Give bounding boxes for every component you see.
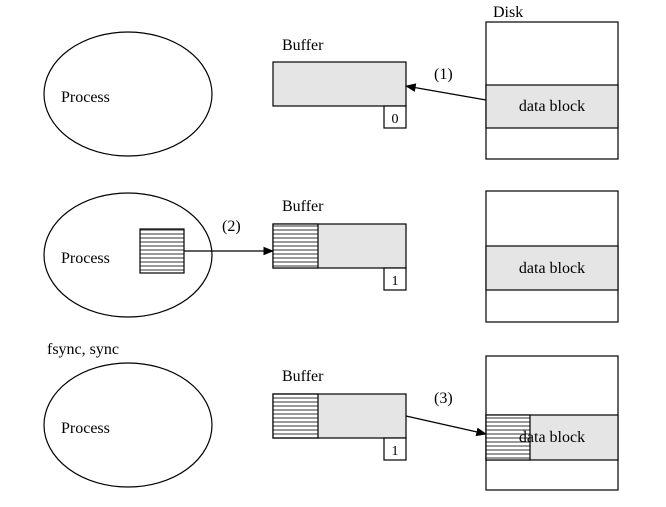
process-label-2: Process <box>61 250 110 267</box>
buffer-flag-2: 1 <box>392 274 399 289</box>
data-block-1 <box>485 84 619 129</box>
process-ellipse-2 <box>43 192 213 318</box>
data-block-label-3: data block <box>519 429 585 446</box>
buffer-flag-3: 1 <box>392 444 399 459</box>
stage-2-write: Process (2) Buffer 1 data block <box>43 190 619 323</box>
arrow-flush <box>405 415 488 437</box>
process-ellipse-3 <box>43 362 213 488</box>
data-block-2 <box>485 245 619 291</box>
buffer-dirty-region-3 <box>272 393 319 439</box>
disk-label: Disk <box>493 4 523 21</box>
step-label-2: (2) <box>222 218 241 235</box>
process-label-1: Process <box>61 89 110 106</box>
process-label-3: Process <box>61 420 110 437</box>
sync-label: fsync, sync <box>47 341 119 358</box>
data-block-dirty-region-3 <box>485 414 531 461</box>
buffer-box-1 <box>272 61 407 107</box>
buffer-label-1: Buffer <box>282 37 324 54</box>
buffer-label-2: Buffer <box>282 198 324 215</box>
buffer-dirty-region-2 <box>272 223 319 269</box>
process-data-square <box>139 228 185 274</box>
data-block-label-2: data block <box>519 260 585 277</box>
step-label-3: (3) <box>434 390 453 407</box>
stage-3-flush: fsync, sync Process Buffer 1 (3) data bl… <box>43 341 619 491</box>
step-label-1: (1) <box>434 66 453 83</box>
buffer-flag-box-1 <box>383 105 407 129</box>
arrow-read <box>404 83 487 101</box>
stage-1-read: Process Buffer 0 Disk data block (1) <box>43 4 619 160</box>
buffer-flag-box-3 <box>383 437 407 461</box>
buffer-flag-box-2 <box>383 267 407 291</box>
buffer-flag-1: 0 <box>392 112 399 127</box>
buffer-label-3: Buffer <box>282 368 324 385</box>
data-block-label-1: data block <box>519 98 585 115</box>
process-ellipse-1 <box>43 31 213 157</box>
